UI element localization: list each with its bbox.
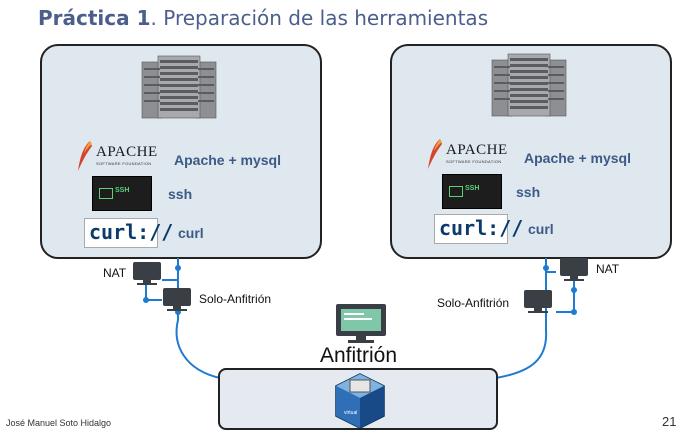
nat-right-monitor-icon [560,258,588,281]
server-rack-icon [491,53,567,117]
apache-feather-icon [78,141,92,171]
nat-left-label: NAT [103,266,127,280]
page-title: Práctica 1. Preparación de las herramien… [38,6,488,30]
solo-left-monitor-icon [163,288,191,311]
ssh-label: ssh [516,184,541,200]
footer-author: José Manuel Soto Hidalgo [6,418,112,428]
nat-left-monitor-icon [133,262,161,285]
curl-logo-text: curl:// [439,216,524,240]
server-rack-icon [141,55,217,119]
terminal-icon [449,186,463,197]
page-number: 21 [662,414,677,429]
apache-feather-icon [428,139,442,169]
ssh-logo-text: SSH [465,185,480,192]
vm-left-box: APACHE SOFTWARE FOUNDATION Apache + mysq… [40,44,322,259]
curl-logo-text: curl:// [89,220,174,244]
curl-label: curl [178,225,204,241]
apache-logo-sub: SOFTWARE FOUNDATION [446,159,502,164]
apache-logo: APACHE SOFTWARE FOUNDATION [426,138,512,170]
apache-label: Apache + mysql [174,152,281,168]
host-monitor-icon [336,304,386,343]
link-dots [143,265,577,315]
ssh-label: ssh [168,186,193,202]
apache-logo-sub: SOFTWARE FOUNDATION [96,161,152,166]
apache-logo-text: APACHE [446,142,508,158]
solo-right-label: Solo-Anfitrión [437,296,510,310]
curl-logo: curl:// [84,218,173,248]
solo-right-monitor-icon [524,290,552,313]
ssh-logo: SSH [442,174,502,209]
ssh-logo: SSH [92,176,152,211]
apache-logo: APACHE SOFTWARE FOUNDATION [76,140,162,172]
apache-label: Apache + mysql [524,150,631,166]
nat-right-label: NAT [596,262,620,276]
vm-right-box: APACHE SOFTWARE FOUNDATION Apache + mysq… [390,44,672,259]
solo-left-label: Solo-Anfitrión [199,292,272,306]
curl-label: curl [528,221,554,237]
virtualbox-icon: virtual [335,373,385,429]
title-rest: . Preparación de las herramientas [150,6,489,30]
ssh-logo-text: SSH [115,187,130,194]
host-label: Anfitrión [320,344,398,367]
apache-logo-text: APACHE [96,144,158,160]
curl-logo: curl:// [434,214,523,244]
svg-text:virtual: virtual [344,410,357,416]
title-bold: Práctica 1 [38,6,151,30]
host-box: virtual [218,368,498,430]
terminal-icon [99,188,113,199]
